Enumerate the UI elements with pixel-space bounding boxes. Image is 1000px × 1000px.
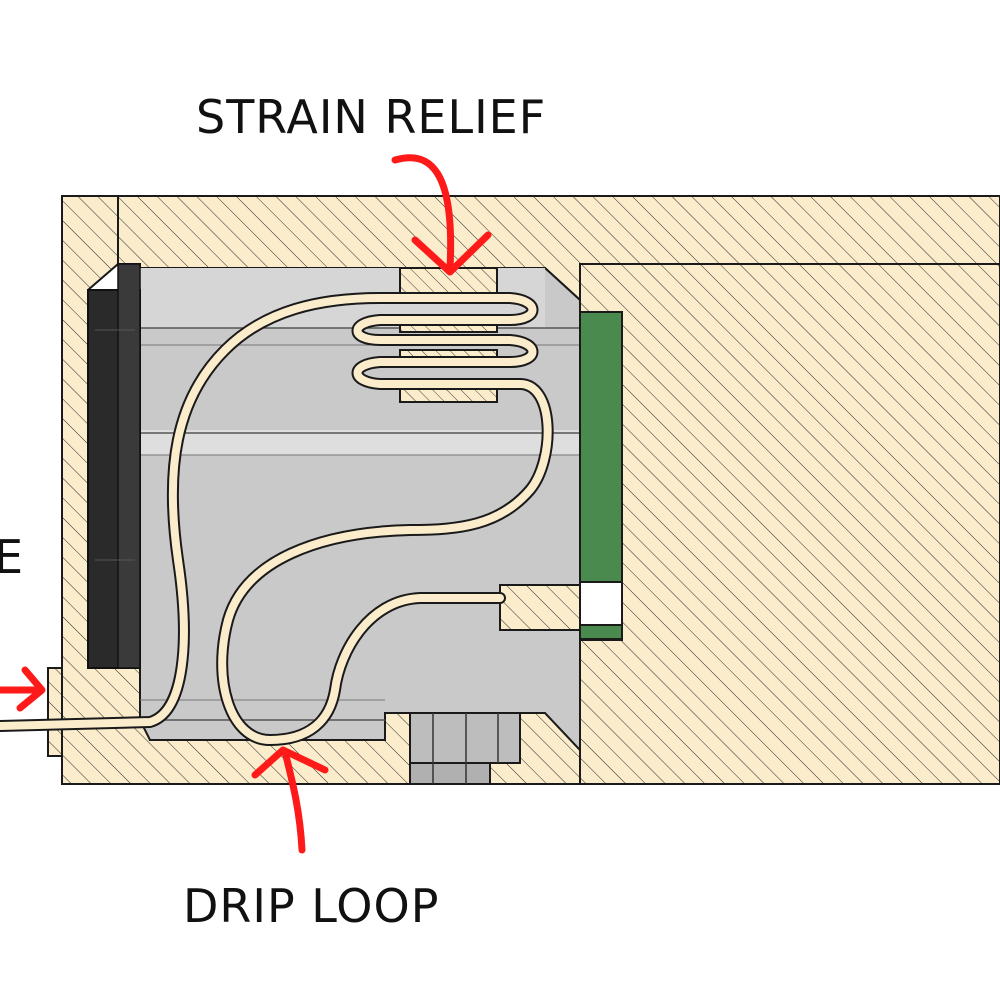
drip-loop-label: DRIP LOOP: [183, 879, 440, 933]
screw-fastener: [409, 712, 521, 785]
left-edge-label-fragment: E: [0, 530, 25, 584]
strain-relief-label: STRAIN RELIEF: [196, 90, 547, 144]
cable: [0, 292, 554, 746]
drip-loop-arrow: [251, 746, 329, 854]
pcb-board: [579, 311, 623, 640]
dark-bezel: [87, 263, 141, 669]
left-edge-arrow: [0, 666, 46, 712]
strain-relief-arrow: [391, 154, 492, 276]
